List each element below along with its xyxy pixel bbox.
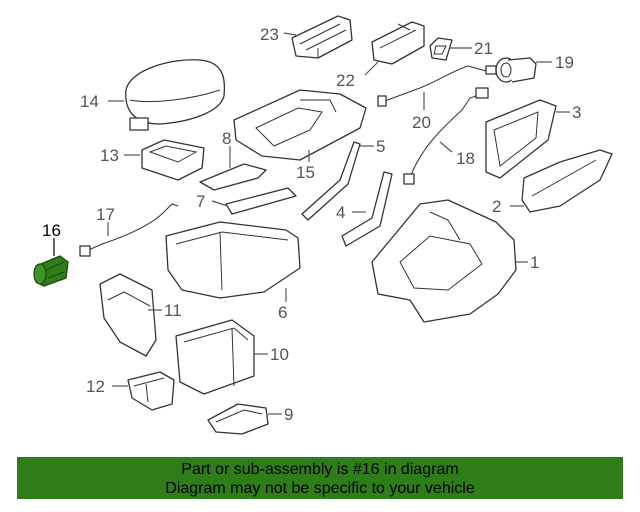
- callout-6: 6: [278, 303, 287, 322]
- callout-11: 11: [164, 301, 182, 320]
- callout-22: 22: [336, 71, 355, 90]
- part-9-bracket[interactable]: 9: [207, 403, 293, 435]
- callout-13: 13: [100, 146, 119, 165]
- exploded-parts-diagram: 23 22 21 19 20: [33, 15, 613, 435]
- part-20-wire-harness[interactable]: 20: [377, 65, 497, 132]
- part-23-switch[interactable]: 23: [260, 15, 353, 59]
- part-12-bracket[interactable]: 12: [86, 371, 175, 411]
- callout-4: 4: [336, 203, 345, 222]
- part-5-trim-strip[interactable]: 5: [301, 137, 385, 221]
- callout-21: 21: [474, 39, 493, 58]
- part-2-side-trim[interactable]: 2: [492, 149, 613, 216]
- part-15-shifter-bezel[interactable]: 15: [233, 89, 367, 182]
- part-18-wire-harness[interactable]: 18: [403, 87, 489, 185]
- callout-2: 2: [492, 197, 501, 216]
- part-4-trim-strip[interactable]: 4: [336, 171, 393, 247]
- callout-18: 18: [456, 149, 475, 168]
- part-10-storage-bin[interactable]: 10: [175, 319, 289, 395]
- callout-3: 3: [572, 103, 581, 122]
- part-14-armrest-lid[interactable]: 14: [80, 59, 226, 131]
- part-8-trim-piece[interactable]: 8: [199, 129, 267, 191]
- part-17-wire-harness[interactable]: 17: [79, 203, 179, 257]
- callout-1: 1: [530, 253, 539, 272]
- part-21-cover[interactable]: 21: [429, 37, 493, 61]
- callout-15: 15: [296, 163, 315, 182]
- callout-5: 5: [376, 137, 385, 156]
- callout-7: 7: [196, 192, 205, 211]
- callout-20: 20: [412, 113, 431, 132]
- callout-19: 19: [555, 53, 574, 72]
- callout-9: 9: [284, 405, 293, 424]
- banner-line-2: Diagram may not be specific to your vehi…: [165, 480, 475, 497]
- callout-10: 10: [270, 345, 289, 364]
- part-6-console-base[interactable]: 6: [165, 221, 301, 322]
- part-3-side-panel[interactable]: 3: [485, 99, 581, 179]
- part-7-trim-piece[interactable]: 7: [196, 187, 297, 215]
- callout-17: 17: [96, 205, 115, 224]
- callout-23: 23: [260, 25, 279, 44]
- part-19-power-outlet[interactable]: 19: [495, 53, 574, 83]
- part-1-console-body[interactable]: 1: [371, 199, 539, 323]
- part-11-end-cover[interactable]: 11: [99, 273, 182, 357]
- callout-12: 12: [86, 377, 105, 396]
- part-22-switch[interactable]: 22: [336, 21, 425, 90]
- banner-line-1: Part or sub-assembly is #16 in diagram: [181, 461, 459, 478]
- callout-8: 8: [222, 129, 231, 148]
- part-16-power-outlet-socket[interactable]: 16: [33, 221, 69, 287]
- part-13-tray[interactable]: 13: [100, 139, 205, 181]
- callout-16: 16: [42, 221, 61, 240]
- part-info-banner: Part or sub-assembly is #16 in diagram D…: [17, 457, 623, 499]
- callout-14: 14: [80, 92, 99, 111]
